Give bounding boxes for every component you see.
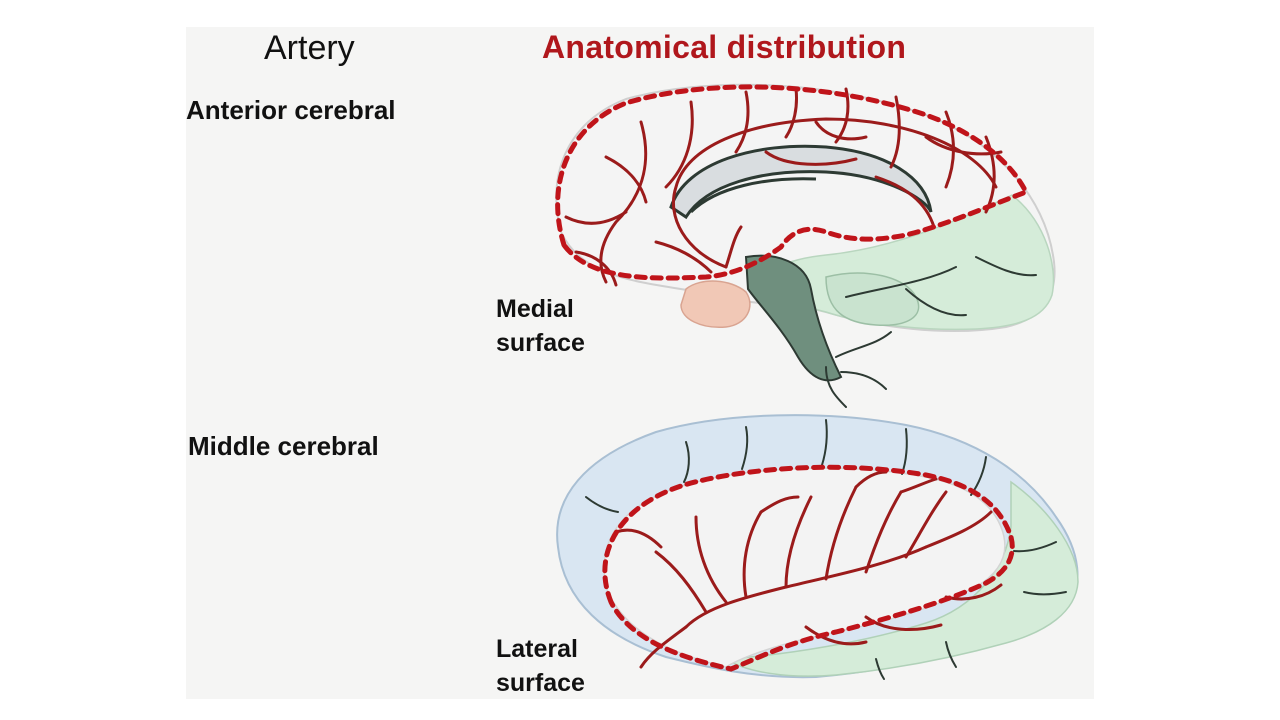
anterior-cerebral-artery-branches: [564, 87, 1003, 287]
artery-label-anterior-cerebral: Anterior cerebral: [186, 95, 396, 125]
diagram-panel: Artery Anatomical distribution Anterior …: [186, 27, 1094, 699]
column-header-artery: Artery: [264, 29, 355, 67]
lateral-posterior-territory: [723, 480, 1079, 677]
middle-cerebral-territory-outline: [602, 464, 1015, 672]
medial-surface-label-line2: surface: [496, 329, 585, 357]
medial-brain-illustration: [555, 83, 1056, 408]
anterior-cerebral-territory-outline: [555, 84, 1030, 281]
artery-label-middle-cerebral: Middle cerebral: [188, 431, 379, 461]
medial-posterior-territory: [750, 194, 1055, 331]
medial-surface-label: Medial surface: [496, 292, 585, 360]
middle-cerebral-artery-branches: [614, 470, 1003, 669]
lateral-surface-label-line2: surface: [496, 669, 585, 697]
posterior-artery-branches: [825, 256, 1037, 408]
column-header-anatomical-distribution: Anatomical distribution: [542, 29, 907, 65]
peripheral-branches: [585, 419, 1067, 680]
lateral-brain-illustration: [556, 414, 1079, 680]
brainstem: [744, 254, 843, 382]
lateral-surface-label: Lateral surface: [496, 632, 585, 700]
brain-illustrations: [555, 83, 1079, 680]
lateral-surface-label-line1: Lateral: [496, 635, 578, 663]
temporal-pole: [680, 280, 751, 328]
corpus-callosum: [669, 144, 933, 220]
medial-surface-label-line1: Medial: [496, 295, 574, 323]
